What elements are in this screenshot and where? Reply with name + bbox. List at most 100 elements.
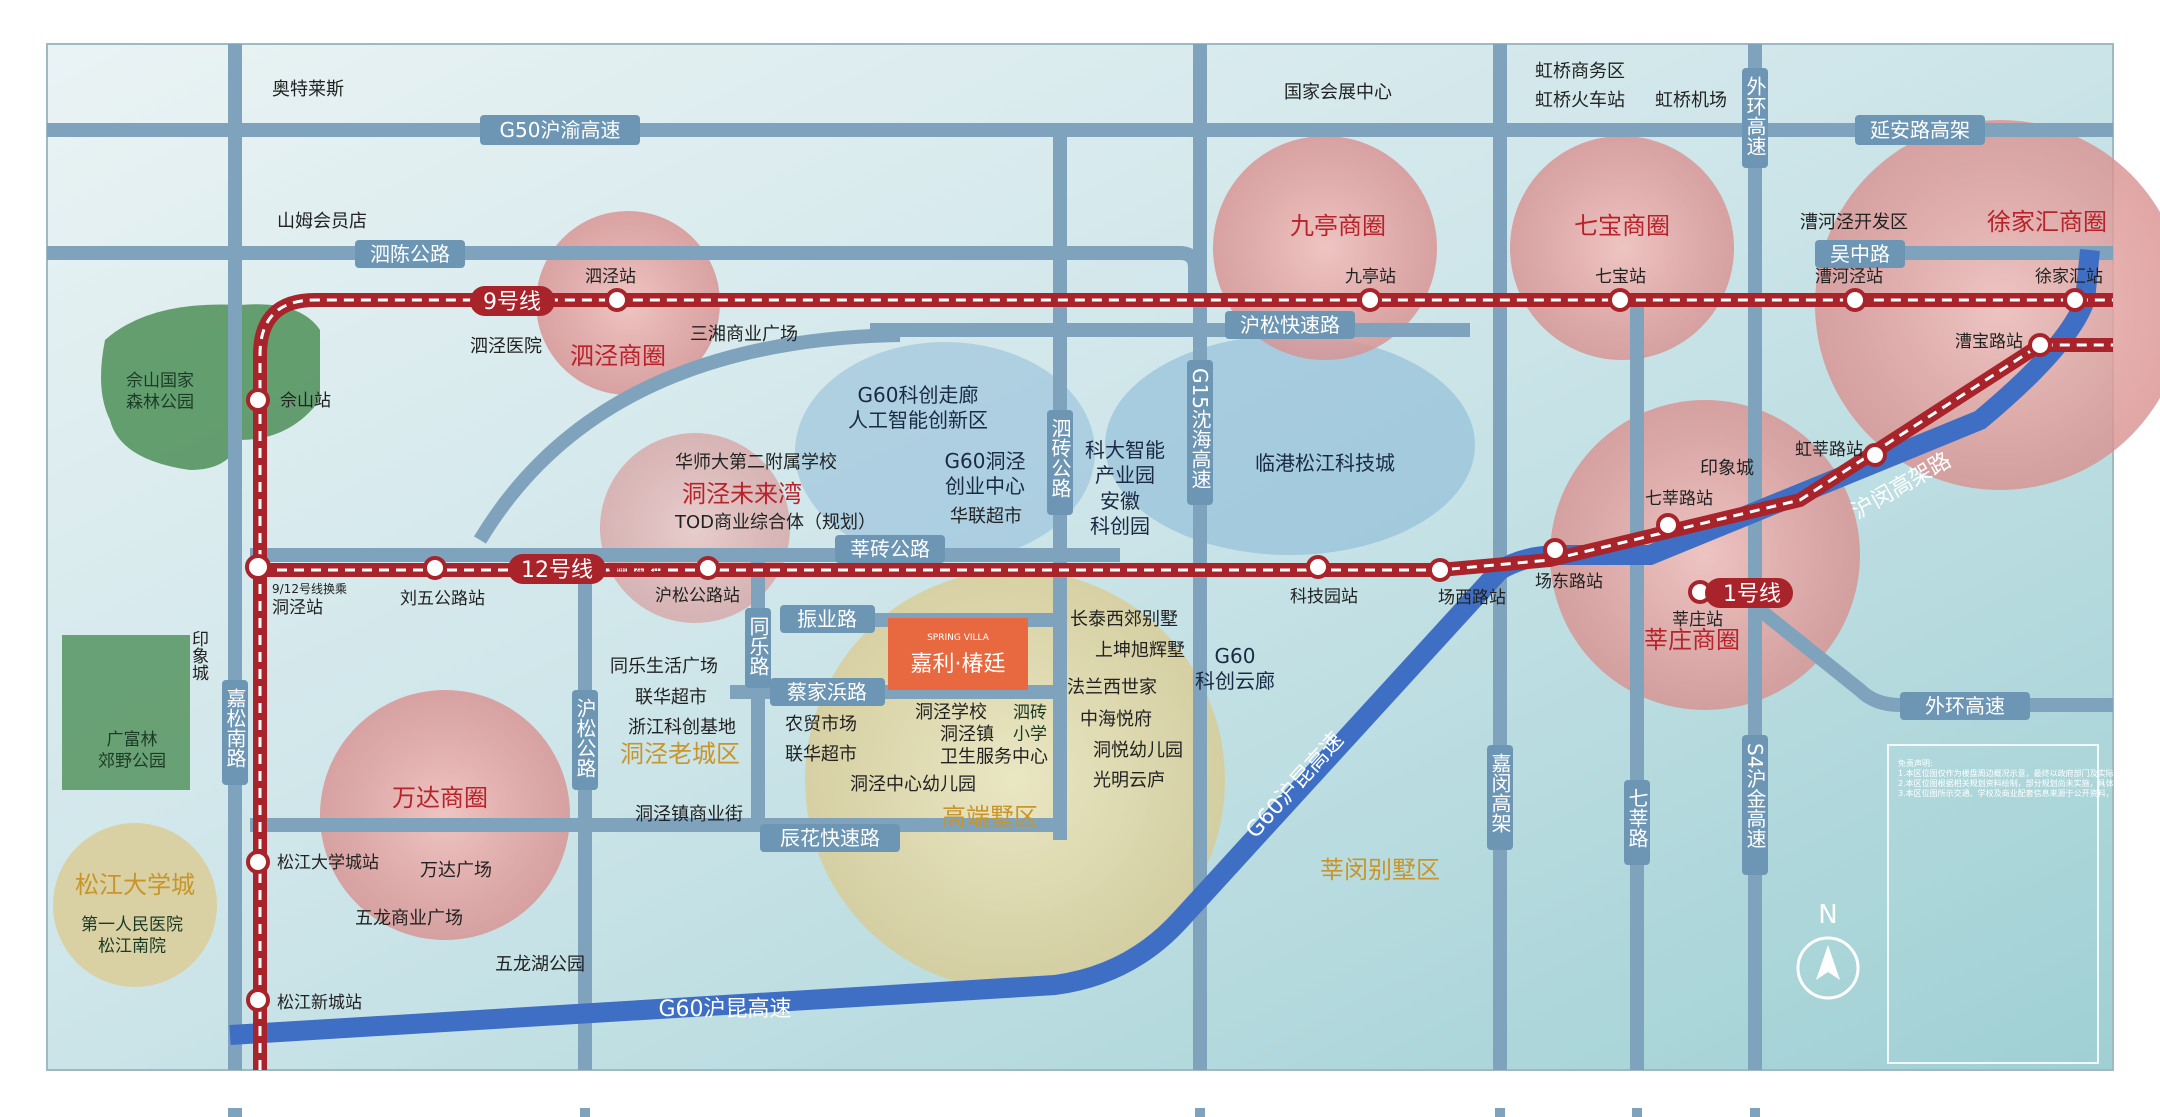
- guangfulin-forest: [62, 635, 190, 790]
- poi-sizhuan-school: 泗砖小学: [1013, 703, 1047, 744]
- poi-caohejing-dev: 漕河泾开发区: [1800, 212, 1908, 233]
- road-jiasong-label: 嘉松南路: [223, 688, 247, 768]
- area-labels: 洞泾老城区 高端墅区 莘闵别墅区 松江大学城: [75, 740, 1440, 899]
- sijing-circle-label: 泗泾商圈: [570, 342, 666, 370]
- poi-changtai: 长泰西郊别墅: [1070, 609, 1178, 630]
- road-g50-label: G50沪渝高速: [500, 118, 621, 142]
- villa-area-label: 高端墅区: [942, 803, 1038, 831]
- metro-line1-badge: 1号线: [1705, 578, 1793, 608]
- compass-icon: N: [1796, 900, 1860, 1000]
- anhui-park-label: 安徽科创园: [1090, 489, 1150, 538]
- metro-line9-label: 9号线: [483, 290, 541, 315]
- road-g15-label: G15沈海高速: [1188, 368, 1212, 489]
- road-husong-label: 沪松公路: [573, 698, 597, 778]
- road-chenhua-label: 辰花快速路: [780, 826, 880, 850]
- road-caijiabang-label: 蔡家浜路: [787, 680, 867, 704]
- poi-zhonghai: 中海悦府: [1080, 709, 1152, 730]
- station-qixinlu: 七莘路站: [1645, 489, 1713, 509]
- poi-nongmao: 农贸市场: [785, 714, 857, 735]
- station-changxi: 场西路站: [1438, 588, 1506, 608]
- poi-wulong-park: 五龙湖公园: [495, 954, 585, 975]
- road-s4-label: S4沪金高速: [1743, 743, 1767, 848]
- poi-kindergarten: 洞泾中心幼儿园: [850, 774, 976, 795]
- songda-city-circle: [53, 823, 217, 987]
- poi-shangkun: 上坤旭辉墅: [1095, 640, 1185, 661]
- poi-hongqiao-rail: 虹桥火车站: [1535, 90, 1625, 111]
- station-xujiahui: 徐家汇站: [2035, 267, 2103, 287]
- poi-first-hospital: 第一人民医院松江南院: [81, 915, 183, 956]
- qibao-circle-label: 七宝商圈: [1574, 212, 1670, 240]
- road-outer-ring-top-label: 外环高速: [1743, 76, 1767, 156]
- multiline-poi-labels: 佘山国家森林公园 广富林郊野公园 泗砖小学 第一人民医院松江南院: [81, 371, 1047, 956]
- poi-yinxiangcheng-right: 印象城: [1700, 458, 1754, 479]
- project-subtitle: SPRING VILLA: [927, 633, 990, 643]
- station-kejiyuan: 科技园站: [1290, 587, 1358, 607]
- g60-corridor-zone: [795, 342, 1095, 562]
- xinzhuang-circle-label: 莘庄商圈: [1644, 626, 1740, 654]
- songda-city-label: 松江大学城: [75, 871, 195, 899]
- project-marker: SPRING VILLA 嘉利·椿廷: [888, 618, 1028, 690]
- road-g60-bottom-label: G60沪昆高速: [658, 997, 791, 1022]
- poi-sams: 山姆会员店: [277, 211, 367, 232]
- road-xinzhuan-label: 莘砖公路: [850, 537, 930, 561]
- g60-ai-label: G60科创走廊人工智能创新区: [848, 383, 988, 432]
- station-changdong: 场东路站: [1535, 572, 1603, 592]
- station-songxincheng: 松江新城站: [277, 993, 362, 1013]
- poi-zhejiang-base: 浙江科创基地: [628, 717, 736, 738]
- station-sheshan: 佘山站: [280, 391, 331, 411]
- poi-sijing-hospital: 泗泾医院: [470, 336, 542, 357]
- wanda-circle-label: 万达商圈: [392, 784, 488, 812]
- dongjing-old-label: 洞泾老城区: [620, 740, 740, 768]
- poi-guangfulin-park: 广富林郊野公园: [98, 730, 166, 771]
- poi-tod: TOD商业综合体（规划）: [674, 512, 876, 533]
- poi-lianhua: 联华超市: [635, 687, 707, 708]
- station-qibao: 七宝站: [1595, 267, 1646, 287]
- project-name: 嘉利·椿廷: [911, 652, 1006, 677]
- road-jiamin-label: 嘉闵高架: [1488, 753, 1512, 833]
- metro-line12-note: 延伸段在建中: [608, 565, 662, 577]
- poi-shangye-street: 洞泾镇商业街: [635, 804, 743, 825]
- xujiahui-circle-label: 徐家汇商圈: [1987, 208, 2107, 236]
- poi-dongjing-school: 洞泾学校: [915, 702, 987, 723]
- station-songda: 松江大学城站: [277, 853, 379, 873]
- wanda-circle: [320, 690, 570, 940]
- lingang-label: 临港松江科技城: [1255, 451, 1395, 475]
- poi-hongqiao-airport: 虹桥机场: [1655, 90, 1727, 111]
- poi-wulong: 五龙商业广场: [355, 908, 463, 929]
- station-sijing: 泗泾站: [585, 267, 636, 287]
- station-husong: 沪松公路站: [655, 586, 740, 606]
- metro-station-markers: [245, 288, 2087, 1012]
- metro-line9-badge: 9号线: [470, 286, 555, 316]
- poi-outlets: 奥特莱斯: [272, 79, 344, 100]
- metro-line1-label: 1号线: [1723, 582, 1781, 607]
- station-caohejing: 漕河泾站: [1815, 267, 1883, 287]
- poi-tongle-plaza: 同乐生活广场: [610, 656, 718, 677]
- poi-expo: 国家会展中心: [1284, 82, 1392, 103]
- road-qixin-label: 七莘路: [1625, 788, 1649, 848]
- disclaimer-text: 免责声明:1.本区位图仅作为楼盘周边概况示意，最终以政府部门及实际交付为准，不构…: [1898, 758, 2160, 798]
- poi-health: 洞泾镇卫生服务中心: [940, 724, 1048, 768]
- station-transfer-note: 9/12号线换乘: [272, 582, 347, 596]
- poi-guangming: 光明云庐: [1093, 770, 1165, 791]
- xinmin-villa-label: 莘闵别墅区: [1320, 856, 1440, 884]
- poi-huashi: 华师大第二附属学校: [675, 452, 837, 473]
- station-dongjing: 洞泾站: [272, 598, 323, 618]
- disclaimer-box: [1887, 744, 2099, 1064]
- road-outer-ring-label: 外环高速: [1925, 694, 2005, 718]
- station-labels: 泗泾站 佘山站 洞泾站 9/12号线换乘 刘五公路站 沪松公路站 九亭站 七宝站…: [272, 267, 2103, 1013]
- bottom-ticks: [228, 1108, 1760, 1117]
- station-jiuting: 九亭站: [1345, 267, 1396, 287]
- road-wuzhong-label: 吴中路: [1830, 242, 1890, 266]
- poi-yinxiangcheng-left: 印象城: [188, 630, 209, 681]
- metro-line12-badge: 12号线: [508, 554, 606, 584]
- zone-labels: G60科创走廊人工智能创新区 G60洞泾创业中心 科大智能产业园 安徽科创园 临…: [848, 383, 1395, 693]
- metro-line12-label: 12号线: [521, 558, 593, 583]
- compass-label: N: [1818, 900, 1837, 930]
- road-yanan-label: 延安路高架: [1870, 118, 1970, 142]
- road-tongle-label: 同乐路: [746, 616, 770, 676]
- qibao-circle: [1510, 136, 1734, 360]
- poi-hongqiao-biz: 虹桥商务区: [1535, 61, 1625, 82]
- poi-dongyue: 洞悦幼儿园: [1093, 740, 1183, 761]
